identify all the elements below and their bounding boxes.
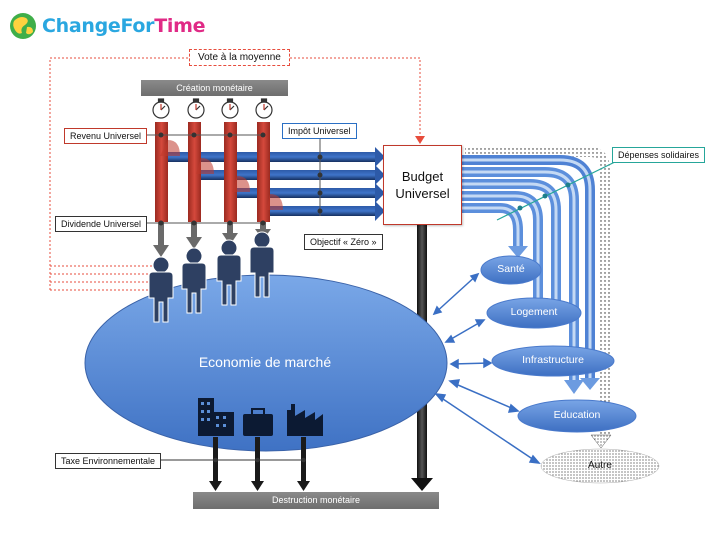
people-icons	[148, 231, 275, 323]
stopwatch-icon	[255, 98, 273, 119]
stopwatch-icon	[152, 98, 170, 119]
node-infrastructure	[491, 345, 615, 377]
stopwatch-icons	[152, 98, 273, 119]
infrastructure-label: Infrastructure	[522, 354, 584, 366]
sante-label: Santé	[497, 263, 525, 275]
connector-dots	[158, 132, 425, 244]
objectif-zero-arrowhead	[411, 478, 433, 491]
logement-label: Logement	[510, 306, 558, 318]
vote-label: Vote à la moyenne	[189, 49, 290, 66]
exchange-arrows	[432, 272, 541, 464]
node-education	[517, 399, 637, 433]
logo-text-time: Time	[154, 15, 206, 37]
autre-flow-arrowhead	[590, 434, 612, 449]
creation-monetaire-bar: Création monétaire	[141, 80, 288, 96]
stopwatch-icon	[221, 98, 239, 119]
impot-universel-label: Impôt Universel	[282, 123, 357, 139]
depenses-dots	[517, 182, 571, 211]
revenu-universel-label: Revenu Universel	[64, 128, 148, 144]
node-sante	[480, 255, 542, 285]
dividende-universel-label: Dividende Universel	[55, 216, 148, 232]
depenses-solidaires-label: Dépenses solidaires	[612, 147, 706, 163]
person-icon	[148, 256, 174, 323]
person-icon	[216, 239, 242, 306]
taxe-flows	[158, 437, 310, 491]
vote-arrowhead	[415, 136, 425, 144]
autre-label: Autre	[588, 460, 612, 471]
budget-line1: Budget	[401, 169, 444, 184]
budget-universel-box: Budget Universel	[383, 145, 462, 225]
person-icon	[181, 247, 207, 314]
education-label: Education	[553, 409, 601, 421]
stopwatch-icon	[187, 98, 205, 119]
person-icon	[249, 231, 275, 298]
business-icons	[198, 398, 323, 436]
globe-icon	[10, 13, 36, 39]
autre-flow	[465, 147, 610, 435]
logo: ChangeForTime	[8, 10, 206, 42]
logo-text: ChangeForTime	[42, 15, 206, 37]
income-flows	[155, 122, 283, 222]
briefcase-icon	[243, 408, 273, 436]
node-logement	[486, 297, 582, 329]
objectif-zero-label: Objectif « Zéro »	[304, 234, 383, 250]
logo-text-change: ChangeFor	[42, 15, 155, 37]
taxe-environnementale-label: Taxe Environnementale	[55, 453, 162, 469]
service-nodes	[480, 255, 660, 484]
budget-line2: Universel	[395, 186, 450, 201]
factory-icon	[287, 404, 323, 436]
destruction-monetaire-bar: Destruction monétaire	[193, 492, 439, 509]
node-autre	[540, 448, 660, 484]
building-icon	[198, 398, 234, 436]
economy-label: Economie de marché	[198, 354, 332, 370]
